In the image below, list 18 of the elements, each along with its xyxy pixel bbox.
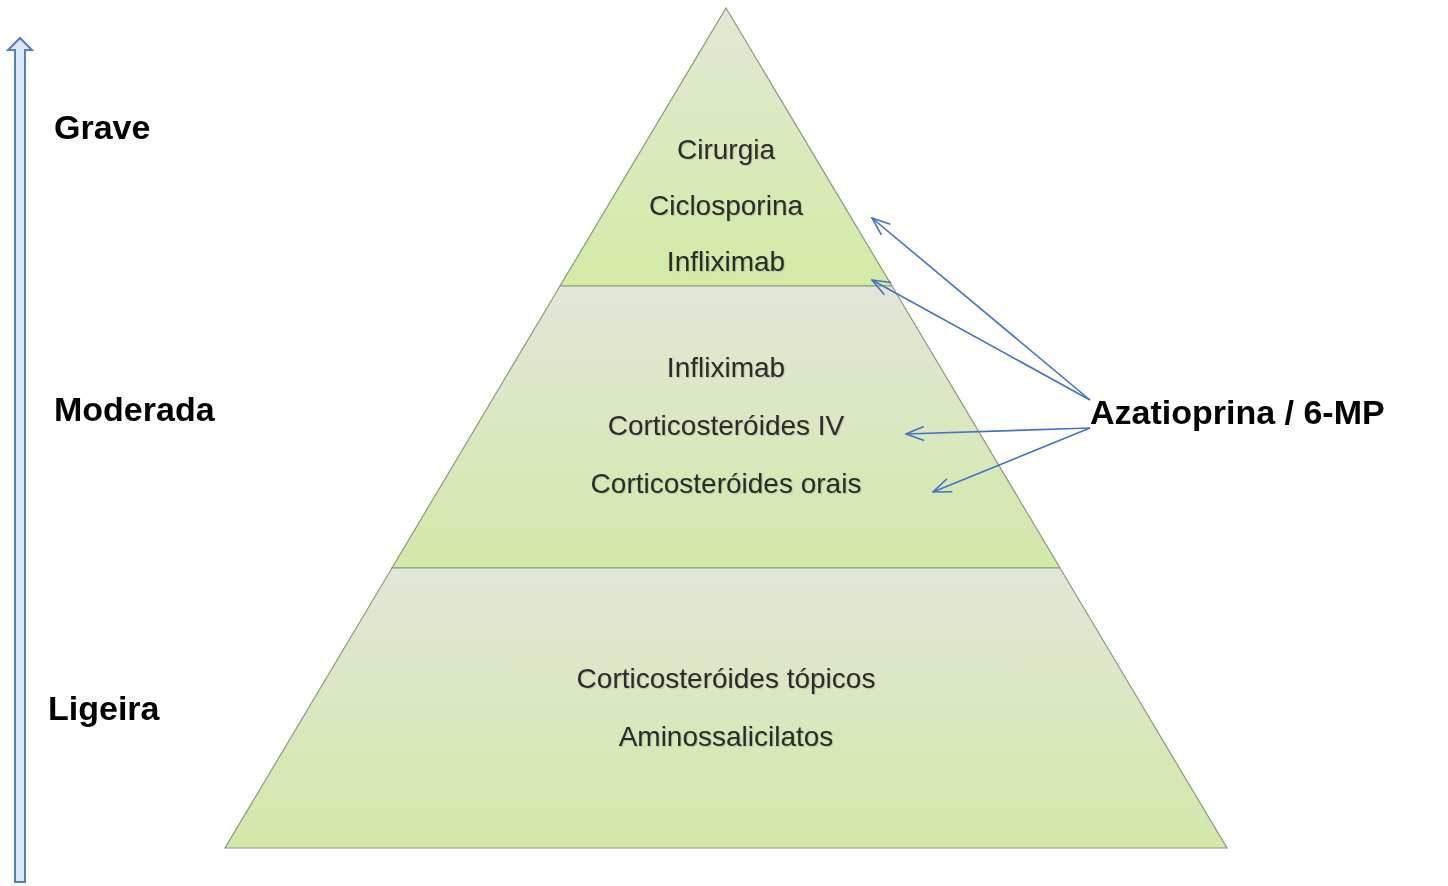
- pyramid-tier: [225, 568, 1227, 848]
- treatment-text: Cirurgia: [600, 128, 852, 172]
- arrow: [871, 279, 1091, 401]
- arrow: [871, 217, 1091, 401]
- treatment-text: Infliximab: [520, 346, 932, 390]
- treatment-text: Corticosteróides tópicos: [420, 656, 1032, 702]
- pyramid-tier: [392, 286, 1060, 568]
- arrow: [905, 425, 1091, 442]
- severity-label: Ligeira: [48, 689, 160, 728]
- treatment-text: Aminossalicilatos: [420, 714, 1032, 760]
- treatment-text: Corticosteróides IV: [546, 400, 906, 452]
- treatment-text: Infliximab: [580, 240, 872, 284]
- treatment-text: Ciclosporina: [580, 184, 872, 228]
- severity-label: Grave: [54, 108, 151, 147]
- severity-label: Moderada: [54, 390, 215, 429]
- treatment-text: Corticosteróides orais: [519, 462, 933, 506]
- arrow: [932, 427, 1091, 493]
- drug-label: Azatioprina / 6-MP: [1090, 388, 1435, 436]
